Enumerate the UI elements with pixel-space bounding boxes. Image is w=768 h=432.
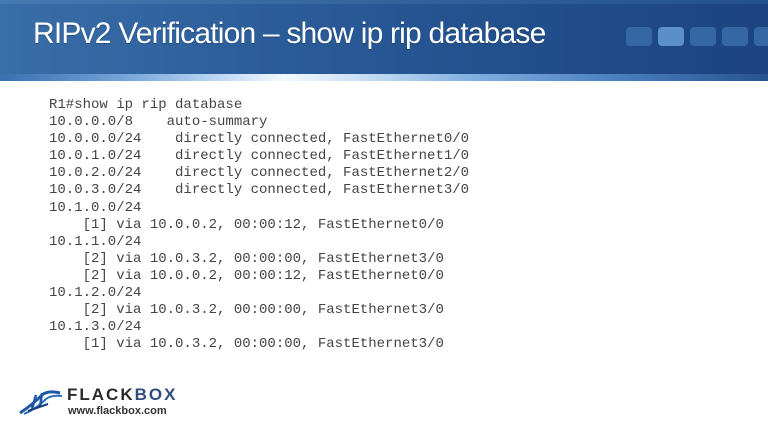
terminal-output: R1#show ip rip database 10.0.0.0/8 auto-…	[49, 97, 469, 353]
progress-indicator	[626, 27, 768, 46]
terminal-line: 10.0.2.0/24 directly connected, FastEthe…	[49, 165, 470, 182]
header-stripe	[0, 74, 768, 81]
terminal-line: 10.0.0.0/24 directly connected, FastEthe…	[49, 131, 470, 148]
logo-name-box: BOX	[134, 385, 178, 404]
terminal-line: [2] via 10.0.3.2, 00:00:00, FastEthernet…	[49, 250, 444, 267]
progress-square	[754, 27, 768, 46]
terminal-line: 10.1.1.0/24	[49, 233, 142, 250]
flackbox-logo: FLACKBOX www.flackbox.com	[18, 385, 178, 421]
terminal-line: 10.0.3.0/24 directly connected, FastEthe…	[49, 182, 470, 199]
terminal-line: [1] via 10.0.3.2, 00:00:00, FastEthernet…	[49, 336, 444, 353]
progress-square	[626, 27, 652, 46]
logo-url: www.flackbox.com	[68, 405, 167, 417]
terminal-line: 10.1.2.0/24	[49, 285, 142, 302]
terminal-line: 10.0.0.0/8 auto-summary	[49, 114, 268, 131]
terminal-line: 10.0.1.0/24 directly connected, FastEthe…	[49, 148, 470, 165]
progress-square	[722, 27, 748, 46]
slide-title: RIPv2 Verification – show ip rip databas…	[33, 17, 546, 50]
logo-name-flack: FLACK	[67, 385, 135, 404]
bridge-icon	[19, 390, 63, 415]
progress-square	[690, 27, 716, 46]
header-highlight	[0, 0, 768, 4]
slide-header: RIPv2 Verification – show ip rip databas…	[0, 0, 768, 74]
terminal-line: [1] via 10.0.0.2, 00:00:12, FastEthernet…	[49, 216, 444, 233]
terminal-line: 10.1.3.0/24	[49, 319, 142, 336]
terminal-line: R1#show ip rip database	[49, 97, 243, 113]
progress-square-active	[658, 27, 684, 46]
terminal-line: [2] via 10.0.3.2, 00:00:00, FastEthernet…	[49, 302, 444, 319]
terminal-line: [2] via 10.0.0.2, 00:00:12, FastEthernet…	[49, 267, 444, 284]
logo-name: FLACKBOX	[67, 385, 177, 405]
terminal-line: 10.1.0.0/24	[49, 199, 142, 216]
